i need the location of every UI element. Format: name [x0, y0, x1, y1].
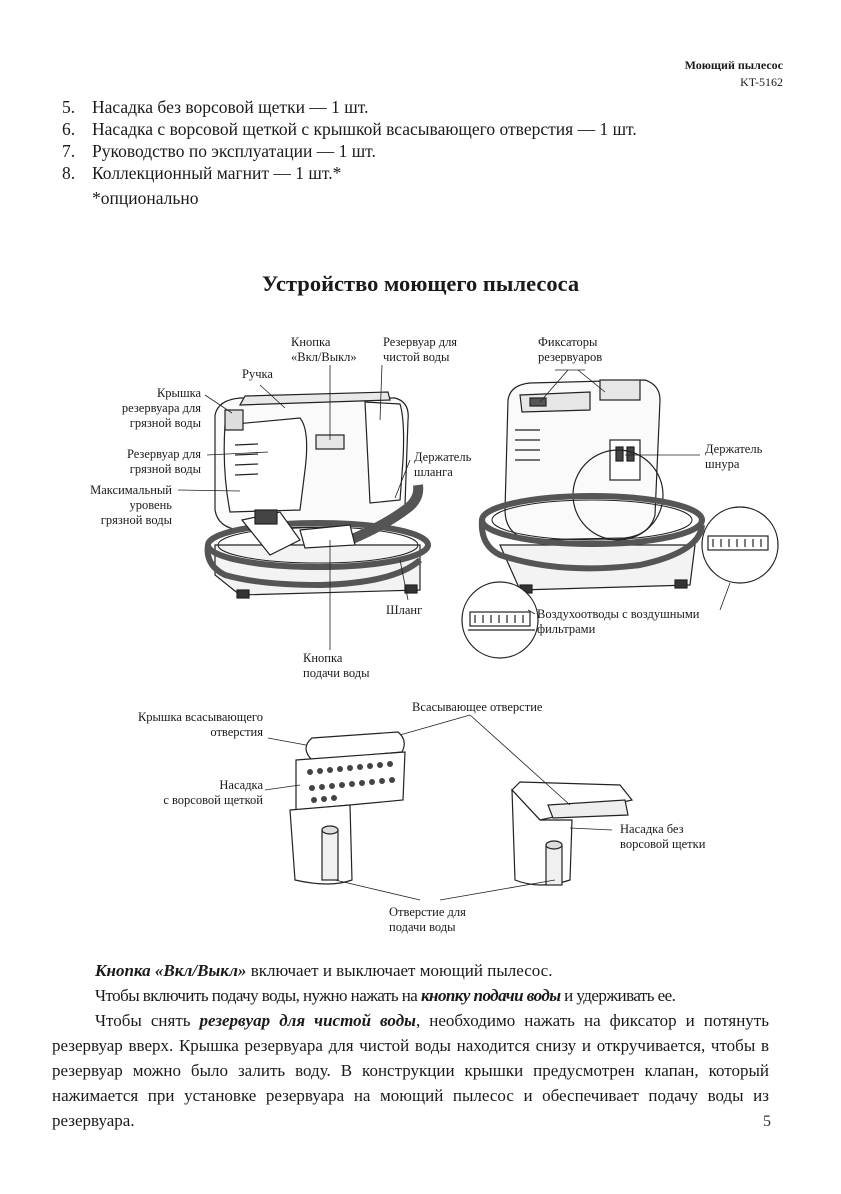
list-item: 7. Руководство по эксплуатации — 1 шт. [62, 140, 637, 162]
item-text: Насадка без ворсовой щетки — 1 шт. [92, 97, 369, 117]
item-number: 5. [62, 97, 76, 117]
optional-note: *опционально [92, 188, 199, 208]
header-model: KT-5162 [740, 75, 783, 89]
label-clean-tank: Резервуар для чистой воды [383, 335, 457, 365]
label-suction-lid: Крышка всасывающего отверстия [138, 710, 263, 740]
label-line: отверстия [210, 725, 263, 739]
label-line: «Вкл/Выкл» [291, 350, 357, 364]
label-line: Держатель [705, 442, 763, 456]
label-line: Насадка без [620, 822, 684, 836]
label-air-vents: Воздухоотводы с воздушными фильтрами [537, 607, 699, 637]
label-line: шланга [414, 465, 453, 479]
label-line: чистой воды [383, 350, 450, 364]
brush-nozzle-drawing [289, 731, 406, 885]
label-line: резервуара для [121, 401, 201, 415]
label-line: грязной воды [129, 462, 201, 476]
paragraph-text: включает и выключает моющий пылесос. [246, 961, 553, 980]
header-title: Моющий пылесос [684, 58, 783, 72]
label-line: ворсовой щетки [620, 837, 706, 851]
label-max-level: Максимальный уровень грязной воды [90, 483, 172, 528]
vacuum-front-view [204, 391, 431, 599]
label-hose-holder: Держатель шланга [414, 450, 471, 480]
label-line: Резервуар для [383, 335, 458, 349]
list-item: 6. Насадка с ворсовой щеткой с крышкой вс… [62, 118, 637, 140]
label-plain-nozzle: Насадка без ворсовой щетки [620, 822, 705, 852]
label-brush-nozzle: Насадка с ворсовой щеткой [163, 778, 263, 808]
label-line: Максимальный [90, 483, 172, 497]
label-line: Насадка [219, 778, 263, 792]
item-text: Коллекционный магнит — 1 шт.* [92, 163, 342, 183]
list-item: 8. Коллекционный магнит — 1 шт.* [62, 162, 637, 184]
vacuum-back-view [478, 379, 705, 594]
page-number: 5 [763, 1113, 771, 1130]
label-line: Крышка [156, 386, 201, 400]
label-line: фильтрами [537, 622, 596, 636]
item-text: Руководство по эксплуатации — 1 шт. [92, 141, 376, 161]
label-line: уровень [129, 498, 172, 512]
label-line: Держатель [414, 450, 472, 464]
label-line: грязной воды [100, 513, 172, 527]
vent-detail-left [461, 581, 539, 659]
label-power-button: Кнопка «Вкл/Выкл» [291, 335, 357, 365]
label-line: шнура [705, 457, 740, 471]
label-hose: Шланг [386, 603, 423, 617]
label-water-button: Кнопка подачи воды [303, 651, 370, 681]
label-dirty-tank-lid: Крышка резервуара для грязной воды [122, 386, 201, 431]
label-line: резервуаров [538, 350, 603, 364]
label-line: подачи воды [389, 920, 456, 934]
list-item: 5. Насадка без ворсовой щетки — 1 шт. [62, 96, 637, 118]
paragraph-text: Чтобы включить подачу воды, нужно нажать… [95, 986, 421, 1005]
label-line: Крышка всасывающего [137, 710, 263, 724]
label-line: с ворсовой щеткой [163, 793, 263, 807]
contents-list: 5. Насадка без ворсовой щетки — 1 шт. 6. Н… [62, 96, 637, 184]
label-cord-holder: Держатель шнура [705, 442, 762, 472]
paragraph-water-supply: Чтобы включить подачу воды, нужно нажать… [52, 983, 769, 1008]
paragraph-clean-tank: Чтобы снять резервуар для чистой воды, н… [52, 1008, 769, 1133]
label-line: грязной воды [129, 416, 201, 430]
label-water-hole: Отверстие для подачи воды [389, 905, 466, 935]
label-line: Фиксаторы [538, 335, 598, 349]
label-line: Кнопка [303, 651, 343, 665]
emphasis: кнопку подачи воды [420, 986, 561, 1005]
section-title: Устройство моющего пылесоса [261, 271, 580, 296]
label-line: Воздухоотводы с воздушными [537, 607, 700, 621]
item-text: Насадка с ворсовой щеткой с крышкой всас… [92, 119, 637, 139]
emphasis: Кнопка «Вкл/Выкл» [95, 961, 247, 980]
vent-detail-right [701, 506, 779, 584]
label-line: Кнопка [291, 335, 331, 349]
paragraph-text: , необходимо нажать на фиксатор и потяну… [52, 1011, 769, 1130]
item-number: 7. [62, 141, 76, 161]
paragraph-power-button: Кнопка «Вкл/Выкл» включает и выключает м… [52, 958, 769, 983]
item-number: 8. [62, 163, 76, 183]
label-suction-opening: Всасывающее отверстие [412, 700, 543, 714]
paragraph-text: Чтобы снять [95, 1011, 200, 1030]
label-tank-latches: Фиксаторы резервуаров [538, 335, 602, 365]
item-number: 6. [62, 119, 76, 139]
label-line: Резервуар для [126, 447, 201, 461]
label-handle: Ручка [242, 367, 273, 381]
emphasis: резервуар для чистой воды [199, 1011, 416, 1030]
label-dirty-tank: Резервуар для грязной воды [127, 447, 201, 477]
label-line: подачи воды [303, 666, 370, 680]
paragraph-text: и удерживать ее. [560, 986, 676, 1005]
label-line: Отверстие для [389, 905, 466, 919]
plain-nozzle-drawing [511, 781, 634, 886]
